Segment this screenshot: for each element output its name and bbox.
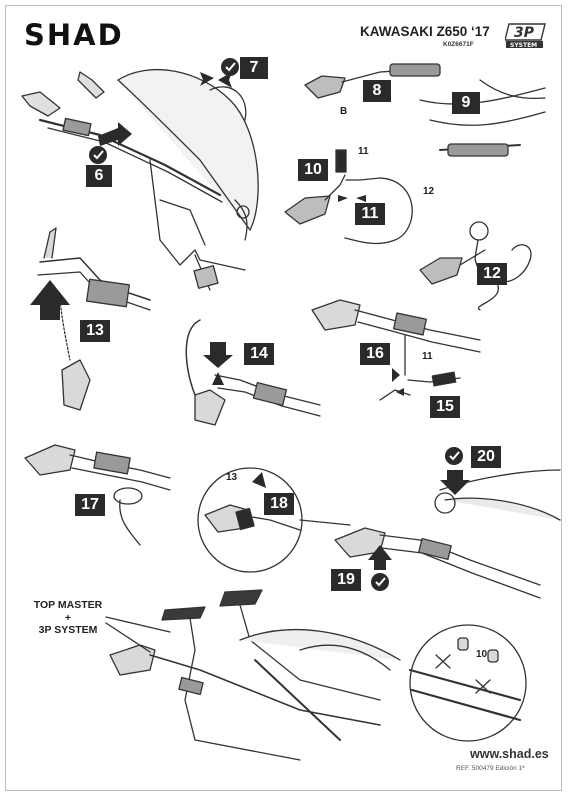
zoom-detail-circle — [197, 467, 351, 573]
step-badge-7: 7 — [240, 57, 268, 79]
label-11-mid: 11 — [422, 351, 433, 362]
step-badge-13: 13 — [80, 320, 110, 342]
step-badge-17: 17 — [75, 494, 105, 516]
arrow-15 — [396, 388, 404, 396]
page-border — [5, 5, 562, 791]
rear-frame-illustration — [21, 68, 259, 291]
arrow-20 — [440, 470, 470, 495]
step-badge-6: 6 — [86, 165, 112, 187]
step-badge-11: 11 — [355, 203, 385, 225]
website-link[interactable]: www.shad.es — [470, 747, 549, 761]
arrow-14-down — [203, 342, 233, 368]
step-badge-16: 16 — [360, 343, 390, 365]
model-title: KAWASAKI Z650 ‘17 — [360, 24, 490, 39]
check-icon-7 — [221, 58, 239, 76]
indicator-with-ring-illustration — [24, 444, 171, 546]
arrow-10 — [338, 195, 348, 202]
step-badge-15: 15 — [430, 396, 460, 418]
top-master-label: TOP MASTER + 3P SYSTEM — [28, 599, 108, 637]
step-badge-19: 19 — [331, 569, 361, 591]
step-badge-9: 9 — [452, 92, 480, 114]
brand-logo: SHAD — [24, 18, 124, 52]
final-mount-illustration — [334, 469, 561, 599]
top-master-assembly-illustration — [109, 589, 401, 761]
connector-joint-illustration — [311, 299, 481, 401]
step-badge-14: 14 — [244, 343, 274, 365]
step-badge-10: 10 — [298, 159, 328, 181]
spacer-detail-circle — [408, 624, 527, 742]
arrow-18 — [252, 472, 266, 488]
check-icons — [89, 58, 463, 591]
arrow-16 — [392, 368, 400, 382]
step-badge-8: 8 — [363, 80, 391, 102]
step-badge-18: 18 — [264, 493, 294, 515]
arrow-13 — [30, 280, 70, 320]
check-icon-6 — [89, 146, 107, 164]
arrow-7 — [200, 72, 214, 86]
label-pointer-2 — [105, 622, 151, 653]
label-pointer-1 — [105, 616, 171, 633]
cable-routing-illustration — [185, 319, 321, 426]
top-master-line: TOP MASTER — [33, 599, 103, 611]
logo-3p-text: 3P — [514, 25, 535, 41]
3p-system-line: 3P SYSTEM — [38, 624, 98, 636]
bracket-mount-illustration — [37, 227, 151, 411]
label-11-top: 11 — [358, 146, 369, 157]
3p-system-logo: 3P SYSTEM — [505, 23, 546, 49]
label-13: 13 — [226, 472, 238, 483]
product-code: K0Z6671F — [443, 41, 474, 48]
arrow-19 — [368, 545, 392, 570]
arrow-6 — [98, 122, 132, 146]
plus-line: + — [64, 611, 72, 624]
label-12: 12 — [423, 186, 435, 197]
step-badge-12: 12 — [477, 263, 507, 285]
indicator-removal-illustration — [304, 63, 546, 157]
label-b: B — [340, 106, 348, 117]
arrow-11 — [356, 195, 366, 202]
label-10: 10 — [476, 649, 488, 660]
wiring-connection-illustration — [284, 149, 532, 311]
logo-system-text: SYSTEM — [510, 42, 537, 49]
step-badge-20: 20 — [471, 446, 501, 468]
check-icon-20 — [445, 447, 463, 465]
check-icon-19 — [371, 573, 389, 591]
reference-number: REF. 500479 Edición 1ª — [456, 765, 525, 772]
